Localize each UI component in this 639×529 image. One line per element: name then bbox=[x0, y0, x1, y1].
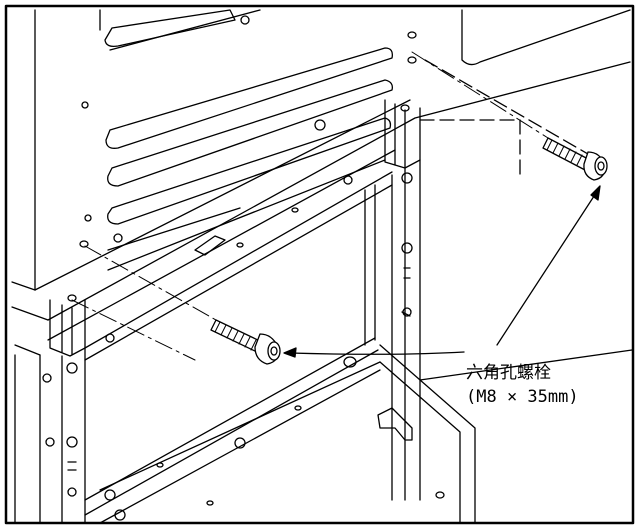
figure-border bbox=[4, 4, 635, 525]
cabinet-holes bbox=[67, 15, 417, 302]
left-post bbox=[14, 299, 86, 524]
bolt-spec-label: (M8 × 35mm) bbox=[466, 387, 579, 407]
callout-leaders bbox=[283, 185, 601, 358]
lower-box bbox=[99, 344, 633, 524]
bolt-axis-lines bbox=[71, 51, 549, 361]
vent-slots bbox=[104, 9, 393, 271]
upper-cabinet bbox=[11, 9, 631, 341]
bolt-lower-left bbox=[210, 319, 281, 365]
stand-frame bbox=[84, 171, 393, 524]
bolt-upper-right bbox=[542, 137, 608, 181]
bolt-name-label: 六角孔螺栓 bbox=[466, 363, 551, 383]
right-post bbox=[384, 99, 421, 501]
